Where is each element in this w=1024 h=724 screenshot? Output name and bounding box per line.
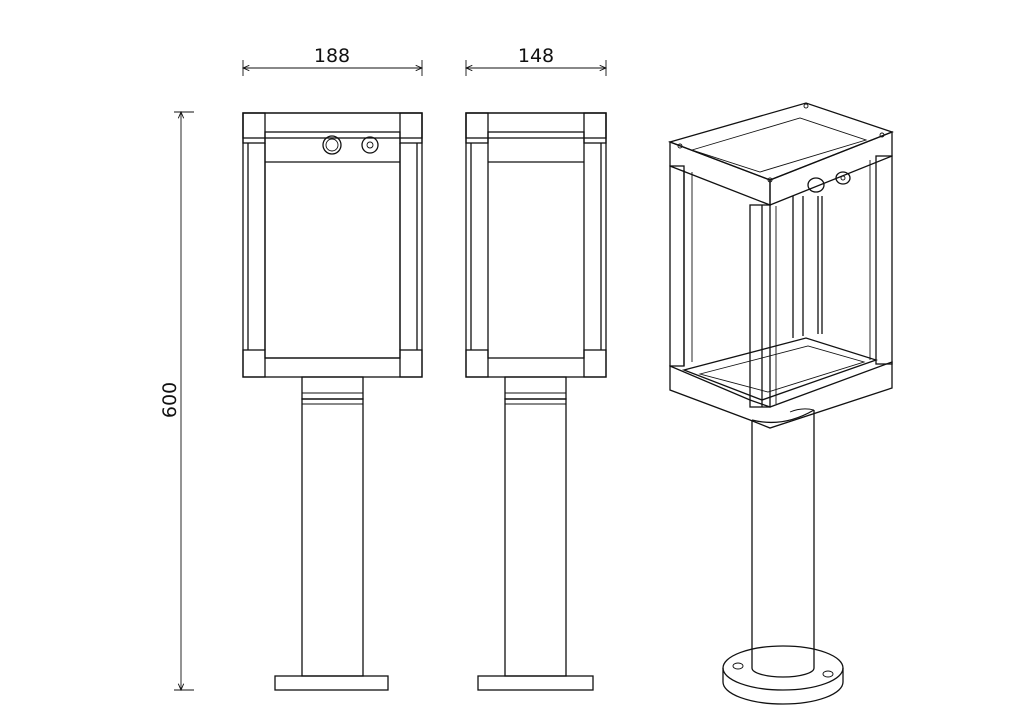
dimension-label-side-width: 148 xyxy=(518,45,554,67)
switch-icon xyxy=(361,136,379,154)
perspective-switch-icon xyxy=(835,171,851,185)
dimension-label-height: 600 xyxy=(159,382,181,418)
perspective-view xyxy=(667,102,894,705)
dimension-label-front-width: 188 xyxy=(314,45,350,67)
dimension-width-side: 148 xyxy=(466,45,606,76)
side-view xyxy=(465,112,607,691)
perspective-sensor-icon xyxy=(807,177,825,193)
dimension-height: 600 xyxy=(159,112,194,690)
dimension-width-front: 188 xyxy=(243,45,422,76)
front-view xyxy=(242,112,423,691)
sensor-icon xyxy=(322,135,342,155)
